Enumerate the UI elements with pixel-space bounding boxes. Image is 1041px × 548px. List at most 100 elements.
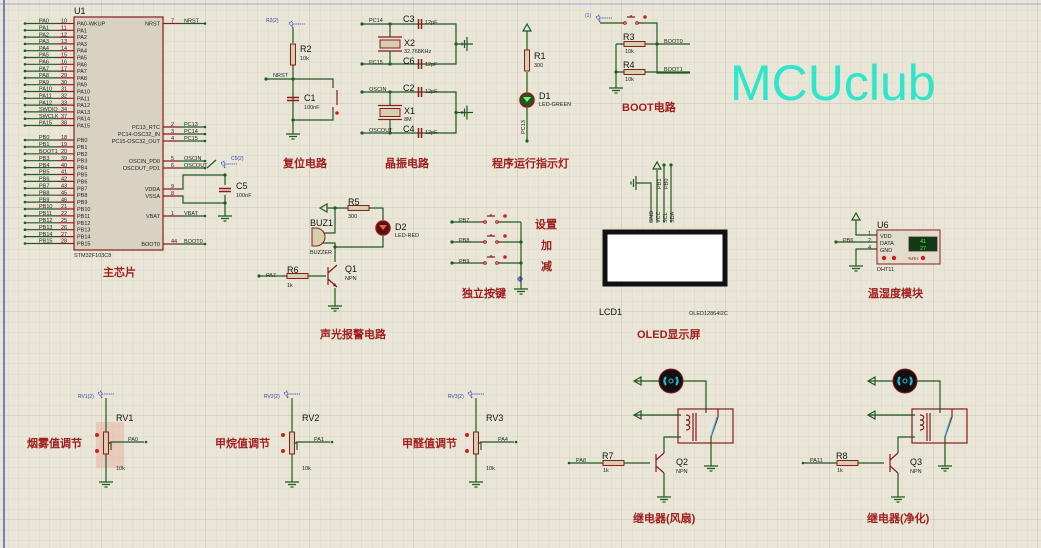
reset-button-icon[interactable]	[332, 85, 338, 110]
button-actuator-icon[interactable]	[503, 255, 507, 259]
oled-part: OLED12864I2C	[689, 311, 728, 317]
nrst-net: NRST	[273, 73, 289, 79]
button-contact	[623, 21, 627, 25]
boot-circuit[interactable]: (1) R3 10k BOOT0 R4 10k BOOT1 BOOT电路	[585, 13, 683, 114]
voltage-probe-icon[interactable]	[220, 160, 237, 170]
push-button-icon[interactable]	[620, 15, 642, 24]
voltage-probe-icon[interactable]	[595, 14, 612, 24]
pin-name: PA0-WKUP	[77, 22, 106, 28]
dht11-toggle-button[interactable]	[920, 255, 926, 261]
button-actuator-icon[interactable]	[503, 214, 507, 218]
relay-resistor-ref: R8	[836, 451, 848, 461]
push-button-icon[interactable]	[480, 214, 502, 223]
pot-increase-button[interactable]	[465, 433, 469, 437]
voltage-probe-icon[interactable]	[97, 390, 114, 400]
dht11-up-button[interactable]	[891, 255, 897, 261]
oled-pin-sda: SDA	[670, 211, 676, 223]
dht11-humidity: 41	[920, 239, 926, 245]
voltage-probe-icon[interactable]	[283, 390, 300, 400]
pin-net-label: PB8	[39, 190, 49, 196]
button-actuator-icon[interactable]	[643, 15, 647, 19]
dht11-down-button[interactable]	[881, 255, 887, 261]
push-button-icon[interactable]	[480, 234, 502, 243]
oled-display[interactable]: GND VCC SCL SDA PB1 PB0 LCD1 OLED12864I2…	[599, 179, 728, 341]
relay-title: 继电器(风扇)	[633, 511, 696, 525]
pot-decrease-button[interactable]	[465, 449, 469, 453]
pot-increase-button[interactable]	[95, 433, 99, 437]
junction-dot	[291, 77, 295, 81]
reset-circuit[interactable]: R2(2) R2 10k NRST C1 100nF 复位电路	[266, 18, 328, 170]
pin-number: 22	[61, 211, 67, 217]
pot-decrease-button[interactable]	[95, 449, 99, 453]
run-led-circuit[interactable]: R1 300 D1 LED-GREEN PC13 程序运行指示灯	[492, 51, 571, 170]
pin-number: 41	[61, 170, 67, 176]
voltage-probe-icon[interactable]	[467, 390, 484, 400]
dht11-pin-num-4: 4	[868, 245, 871, 251]
junction-dot	[388, 131, 392, 135]
pot-decrease-button[interactable]	[281, 449, 285, 453]
button-actuator-icon[interactable]	[335, 111, 339, 115]
voltage-probe-icon[interactable]	[288, 20, 305, 30]
push-button-icon[interactable]	[480, 255, 502, 264]
pin-end	[23, 235, 27, 238]
pin-name: PB2	[77, 152, 87, 158]
crystal-circuit[interactable]: PC14 C3 12pF X2 32.768KHz PC15 C6 12pF O…	[369, 14, 438, 170]
keys-circuit[interactable]: PB7 PB8 PB9 设置 加 减 独立按键	[459, 217, 557, 300]
dht11-sensor[interactable]: 41 27 %RH VDD DATA GND 1 2 4 PB6 U6 DHT1…	[843, 220, 941, 300]
alarm-circuit[interactable]: R5 300 BUZ1 BUZZER D2 LED-RED Q1 NPN PA7…	[266, 197, 419, 341]
button-actuator-icon[interactable]	[503, 234, 507, 238]
pot-increase-button[interactable]	[281, 433, 285, 437]
pin-end	[23, 117, 27, 120]
pin-name: PA10	[77, 90, 90, 96]
